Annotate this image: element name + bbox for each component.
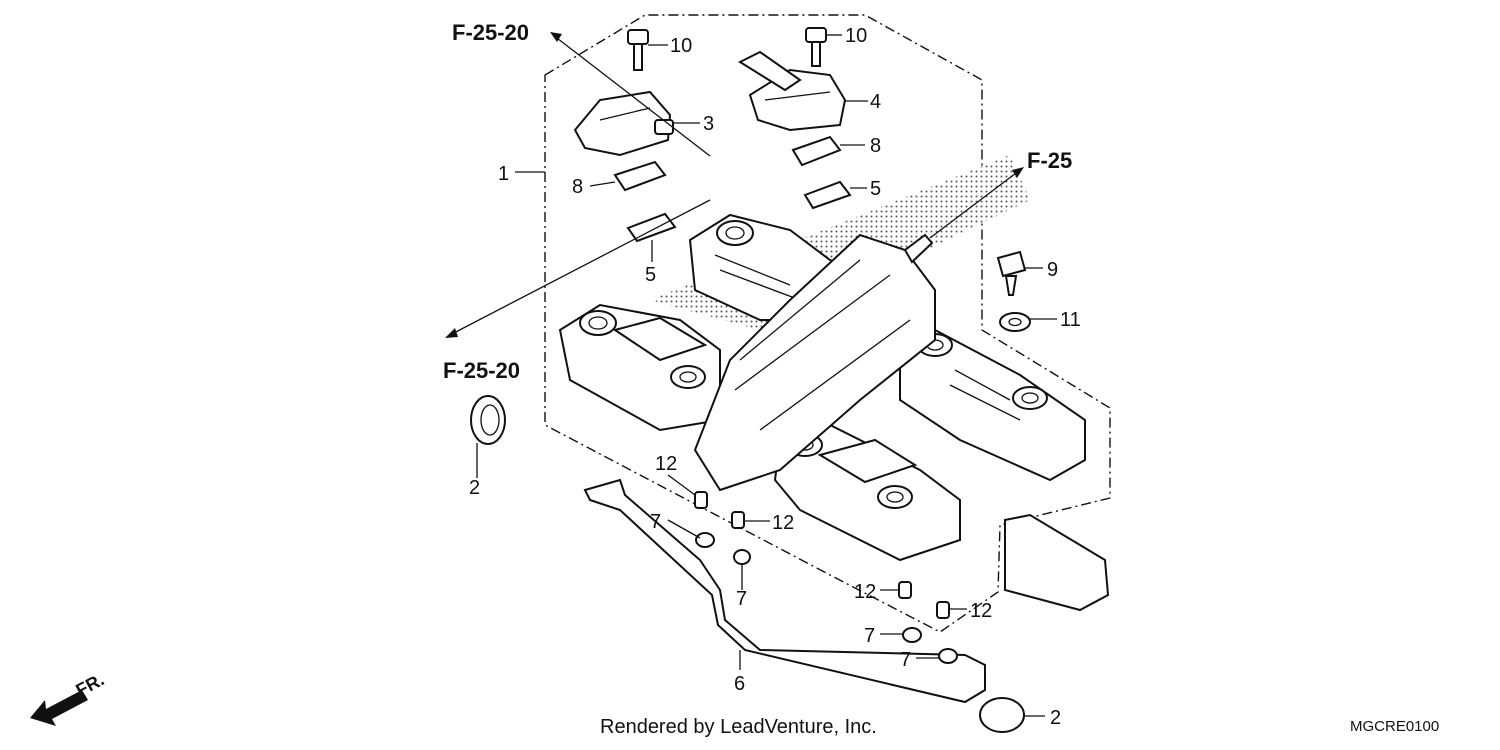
ref-label-left: F-25-20 — [443, 358, 520, 383]
part-5-plate-b — [803, 180, 852, 210]
part-12-dowel-b — [731, 511, 745, 529]
callout-4: 4 — [870, 91, 881, 113]
part-12-dowel-c — [898, 581, 912, 599]
part-7-grommet-c — [902, 627, 922, 643]
callout-10-a: 10 — [670, 35, 692, 57]
callout-2-b: 2 — [1050, 707, 1061, 729]
part-8-gasket-b — [791, 135, 842, 167]
part-3-breather-cover — [573, 90, 674, 157]
rendered-by-credit: Rendered by LeadVenture, Inc. — [600, 716, 877, 738]
callout-7-a: 7 — [650, 511, 661, 533]
callout-5-b: 5 — [645, 264, 656, 286]
part-12-dowel-d — [936, 601, 950, 619]
callout-12-b: 12 — [772, 512, 794, 534]
callout-12-a: 12 — [655, 453, 677, 475]
callout-3: 3 — [703, 113, 714, 135]
part-6-gasket — [583, 478, 1110, 704]
reference-arrows — [445, 32, 1024, 338]
front-direction-arrow-icon — [30, 690, 88, 726]
diagram-code: MGCRE0100 — [1350, 718, 1439, 735]
part-7-grommet-d — [938, 648, 958, 664]
part-8-gasket-a — [613, 160, 667, 192]
callout-7-b: 7 — [736, 588, 747, 610]
callout-8-b: 8 — [870, 135, 881, 157]
ref-label-top: F-25-20 — [452, 20, 529, 45]
part-2-plug-b — [979, 697, 1025, 733]
part-10-bolt-b — [805, 27, 827, 67]
part-2-plug-a — [470, 395, 506, 445]
callout-7-d: 7 — [900, 649, 911, 671]
cylinder-head-cover — [558, 213, 1086, 562]
part-11-grommet — [999, 312, 1031, 332]
callout-11: 11 — [1060, 309, 1081, 331]
callout-8-a: 8 — [572, 176, 583, 198]
callout-10-b: 10 — [845, 25, 867, 47]
callout-6: 6 — [734, 673, 745, 695]
ref-label-right: F-25 — [1027, 148, 1072, 173]
part-7-grommet-a — [695, 532, 715, 548]
leader-lines — [476, 34, 1057, 717]
callout-12-d: 12 — [970, 600, 992, 622]
part-9-bolt — [996, 250, 1027, 296]
callout-7-c: 7 — [864, 625, 875, 647]
part-5-plate-a — [626, 212, 677, 243]
callout-9: 9 — [1047, 259, 1058, 281]
part-4-breather-cover — [737, 50, 847, 132]
callout-1: 1 — [498, 163, 509, 185]
part-7-grommet-b — [733, 549, 751, 565]
callout-2-a: 2 — [469, 477, 480, 499]
part-10-bolt-a — [627, 29, 649, 71]
callout-12-c: 12 — [854, 581, 876, 603]
callout-5-a: 5 — [870, 178, 881, 200]
part-12-dowel-a — [694, 491, 708, 509]
assembly-boundary — [544, 14, 1111, 633]
